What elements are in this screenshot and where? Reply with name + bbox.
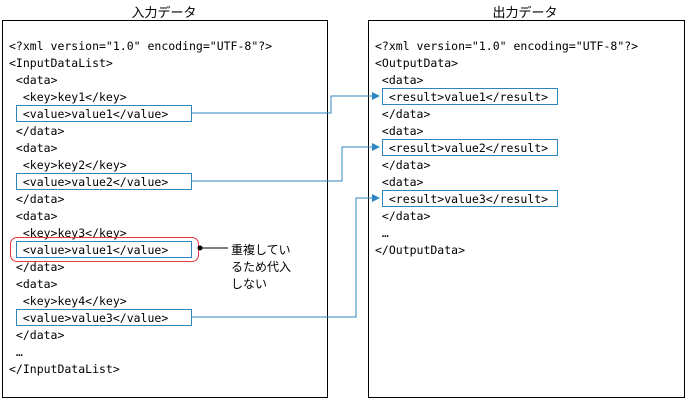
arrow-value1-to-result1 (191, 92, 380, 114)
result2-highlight-box (382, 139, 558, 156)
result-line: <result>value3</result> (375, 192, 549, 206)
value-line: <value>value3</value> (9, 311, 169, 325)
data-close: </data> (375, 209, 431, 223)
result3-highlight-box (382, 190, 558, 207)
duplicate-note: 重複してい るため代入 しない (231, 243, 292, 291)
value-line-duplicate: <value>value1</value> (9, 243, 169, 257)
output-data-panel: <?xml version="1.0" encoding="UTF-8"?> <… (368, 20, 685, 398)
output-root-open: <OutputData> (375, 56, 459, 70)
data-close: </data> (375, 158, 431, 172)
data-open: <data> (375, 175, 424, 189)
output-root-close: </OutputData> (375, 243, 466, 257)
key-line: <key>key2</key> (9, 158, 127, 172)
data-open: <data> (375, 73, 424, 87)
data-open: <data> (9, 209, 58, 223)
data-close: </data> (9, 192, 65, 206)
arrow-value2-to-result2 (191, 143, 380, 182)
data-close: </data> (9, 328, 65, 342)
data-close: </data> (375, 107, 431, 121)
input-root-open: <InputDataList> (9, 56, 113, 70)
input-root-close: </InputDataList> (9, 362, 120, 376)
xml-declaration: <?xml version="1.0" encoding="UTF-8"?> (375, 39, 639, 53)
result-line: <result>value1</result> (375, 90, 549, 104)
note-pointer-dot (197, 245, 203, 251)
input-data-panel: <?xml version="1.0" encoding="UTF-8"?> <… (2, 20, 328, 398)
value-line: <value>value1</value> (9, 107, 169, 121)
data-open: <data> (9, 73, 58, 87)
data-open: <data> (375, 124, 424, 138)
input-heading: 入力データ (131, 6, 197, 21)
data-open: <data> (9, 141, 58, 155)
arrow-value3-to-result3 (191, 194, 380, 318)
key-line: <key>key3</key> (9, 226, 127, 240)
data-close: </data> (9, 124, 65, 138)
data-open: <data> (9, 277, 58, 291)
key-line: <key>key1</key> (9, 90, 127, 104)
result-line: <result>value2</result> (375, 141, 549, 155)
value-line: <value>value2</value> (9, 175, 169, 189)
data-close: </data> (9, 260, 65, 274)
output-heading: 出力データ (492, 6, 558, 21)
duplicate-value-box (16, 241, 192, 258)
key-line: <key>key4</key> (9, 294, 127, 308)
result1-highlight-box (382, 88, 558, 105)
xml-declaration: <?xml version="1.0" encoding="UTF-8"?> (9, 39, 273, 53)
ellipsis: … (375, 226, 389, 240)
ellipsis: … (9, 345, 23, 359)
